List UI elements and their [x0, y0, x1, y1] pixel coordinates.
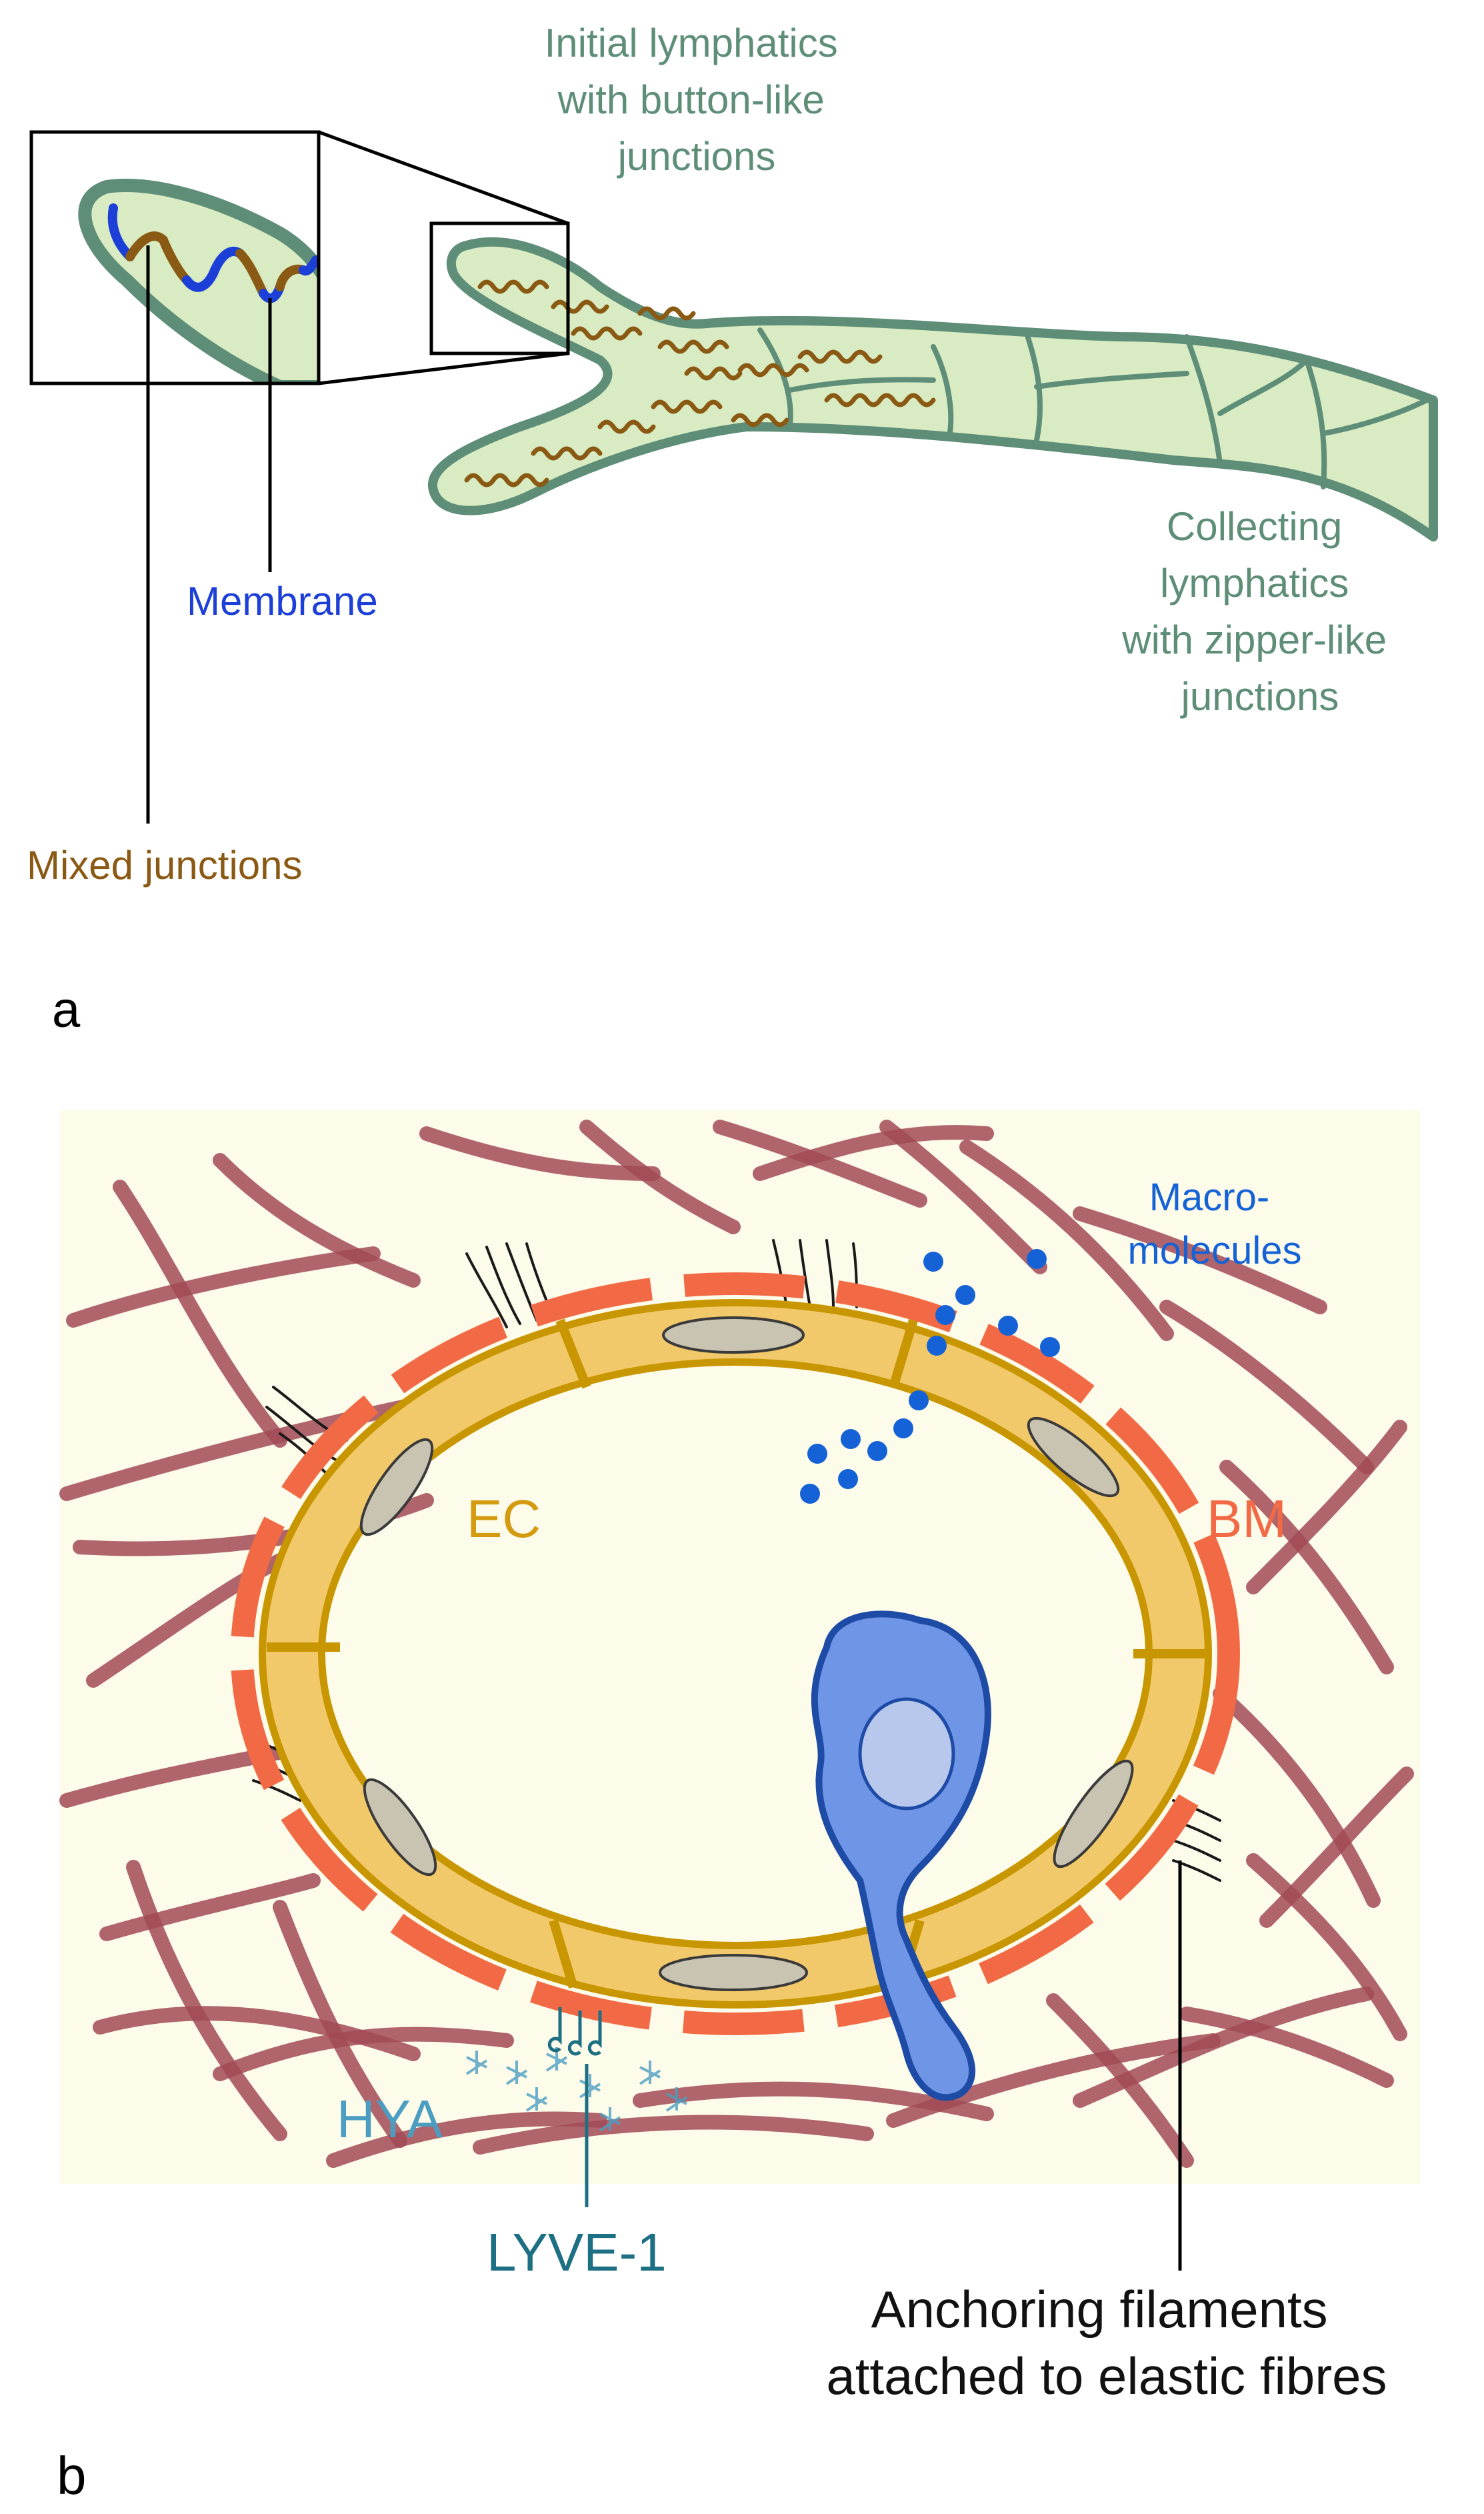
collecting-cell-borders — [757, 327, 1429, 489]
membrane-label: Membrane — [187, 579, 378, 623]
zoom-connector-top — [318, 130, 569, 225]
inset-membrane — [107, 203, 319, 303]
anchoring-filaments-label: Anchoring filaments attached to elastic … — [826, 2280, 1387, 2405]
macro-label-line-2: molecules — [1127, 1229, 1301, 1272]
anchoring-label-line-1: Anchoring filaments — [871, 2280, 1328, 2339]
collecting-label-line-4: junctions — [1180, 674, 1339, 719]
macro-label-line-1: Macro- — [1149, 1176, 1269, 1219]
immune-cell-nucleus — [858, 1697, 955, 1810]
collecting-label-line-2: lymphatics — [1160, 561, 1349, 605]
panel-a-label: a — [52, 982, 81, 1038]
initial-label-line-3: junctions — [617, 134, 776, 179]
zoom-region-box — [429, 221, 570, 355]
zoom-inset — [29, 130, 321, 385]
panel-b-label: b — [57, 2446, 87, 2505]
lymphatic-vessel — [427, 237, 1438, 541]
macromolecules-label: Macro- molecules — [1127, 1176, 1301, 1272]
basement-membrane — [231, 1272, 1240, 2035]
nucleus — [1053, 1759, 1134, 1868]
mixed-junctions-label: Mixed junctions — [27, 843, 303, 888]
endothelial-cell-borders — [267, 1318, 1207, 1989]
nucleus — [1027, 1416, 1120, 1498]
ec-label: EC — [467, 1489, 541, 1548]
collecting-lymphatics-label: Collecting lymphatics with zipper-like j… — [1121, 504, 1397, 719]
endothelial-nuclei — [359, 1316, 1134, 1991]
collecting-label-line-1: Collecting — [1167, 504, 1342, 549]
anchoring-label-line-2: attached to elastic fibres — [826, 2347, 1387, 2405]
macromolecule-dots — [800, 1249, 1060, 1504]
bm-label: BM — [1207, 1489, 1287, 1548]
nucleus — [662, 1316, 805, 1354]
panel-b: Macro- molecules EC BM HYA LYVE-1 Anchor… — [57, 1110, 1420, 2505]
initial-label-line-1: Initial lymphatics — [545, 21, 838, 65]
zoom-inset-frame — [29, 130, 321, 385]
lyve1-receptors — [547, 2007, 602, 2056]
panel-a: Initial lymphatics with button-like junc… — [27, 21, 1438, 1038]
nucleus — [363, 1778, 437, 1876]
hyaluronan-marks — [465, 2047, 688, 2132]
button-junctions — [464, 279, 936, 487]
lyve1-label: LYVE-1 — [487, 2223, 667, 2282]
initial-label-line-2: with button-like — [557, 77, 825, 122]
nucleus — [359, 1438, 434, 1536]
collecting-label-line-3: with zipper-like — [1121, 617, 1387, 662]
initial-lymphatics-label: Initial lymphatics with button-like junc… — [545, 21, 849, 179]
nucleus — [659, 1954, 808, 1991]
hya-label: HYA — [337, 2089, 443, 2149]
zoom-connector-bottom — [318, 351, 569, 385]
